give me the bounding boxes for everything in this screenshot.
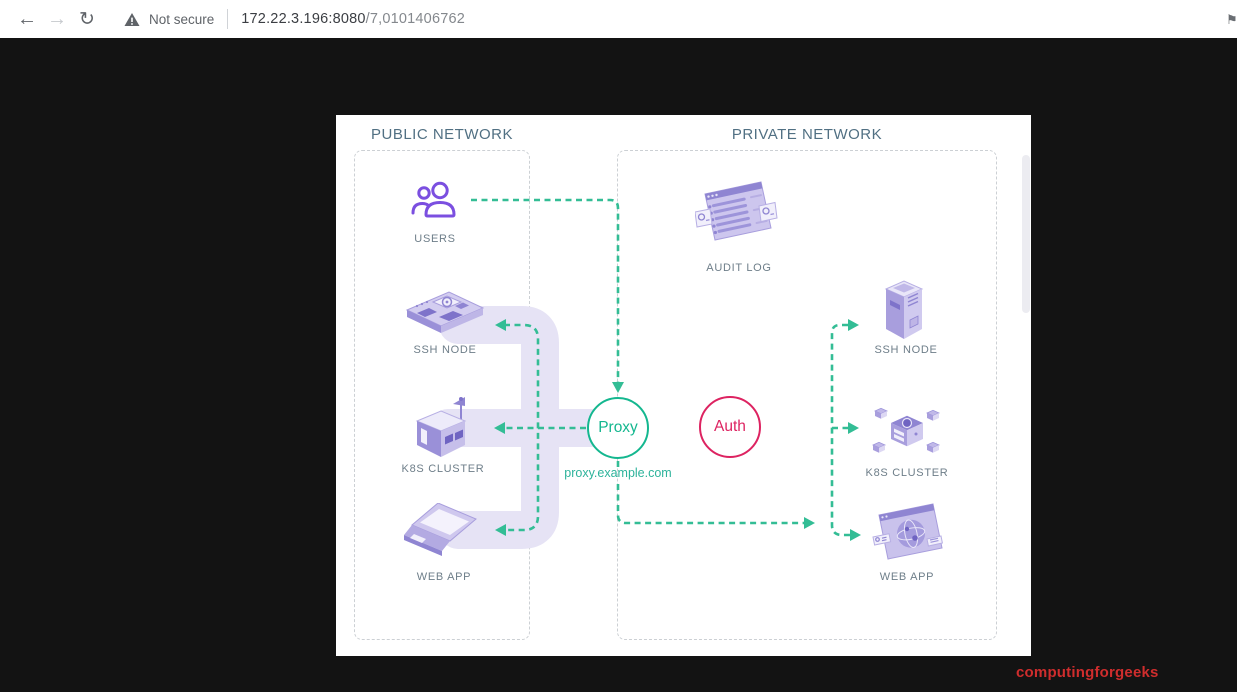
private-network-box [617,150,997,640]
bookmark-icon[interactable]: ⚑ [1226,12,1237,27]
node-label-ssh-private: SSH NODE [874,344,938,356]
proxy-circle: Proxy [587,397,649,459]
auth-circle: Auth [699,396,761,458]
audit-log-icon [695,181,778,241]
refresh-icon[interactable]: ↻ [79,8,95,30]
url-host: 172.22.3.196:8080 [241,11,366,27]
browser-toolbar: ← → ↻ Not secure 172.22.3.196:8080/7,010… [0,0,1237,38]
auth-label: Auth [714,418,746,435]
card-scrollbar-thumb[interactable] [1022,155,1030,313]
ssh-node-icon [405,291,485,333]
web-app-icon [872,503,943,560]
not-secure-warning-icon [124,12,140,26]
url-text: 172.22.3.196:8080/7,0101406762 [241,11,465,27]
url-path: /7,0101406762 [365,11,466,27]
proxy-hostname: proxy.example.com [564,466,672,480]
k8s-cluster-icon [872,407,940,453]
node-label-web-app-public: WEB APP [416,571,472,583]
node-label-web-app-private: WEB APP [879,571,935,583]
node-label-audit-log: AUDIT LOG [706,262,772,274]
toolbar-right-clip: ⚑ [1223,0,1237,38]
k8s-cluster-icon [415,397,467,457]
private-network-title: PRIVATE NETWORK [731,126,883,143]
address-bar[interactable]: Not secure 172.22.3.196:8080/7,010140676… [124,9,1225,29]
diagram-card: PUBLIC NETWORK PRIVATE NETWORK [336,115,1031,656]
back-icon[interactable]: ← [17,8,37,30]
node-label-ssh-public: SSH NODE [413,344,477,356]
public-network-title: PUBLIC NETWORK [370,126,513,143]
connector-lines [429,198,861,549]
web-app-icon [404,503,477,556]
node-label-k8s-private: K8S CLUSTER [865,467,949,479]
page-background: PUBLIC NETWORK PRIVATE NETWORK [0,38,1237,692]
node-label-k8s-public: K8S CLUSTER [401,463,485,475]
proxy-label: Proxy [598,419,638,436]
users-icon [411,181,456,218]
address-separator [227,9,229,29]
ssh-node-icon [884,280,924,339]
node-label-users: USERS [414,233,456,245]
forward-icon[interactable]: → [47,8,67,30]
watermark-text: computingforgeeks [1016,664,1159,681]
security-label: Not secure [149,11,215,27]
